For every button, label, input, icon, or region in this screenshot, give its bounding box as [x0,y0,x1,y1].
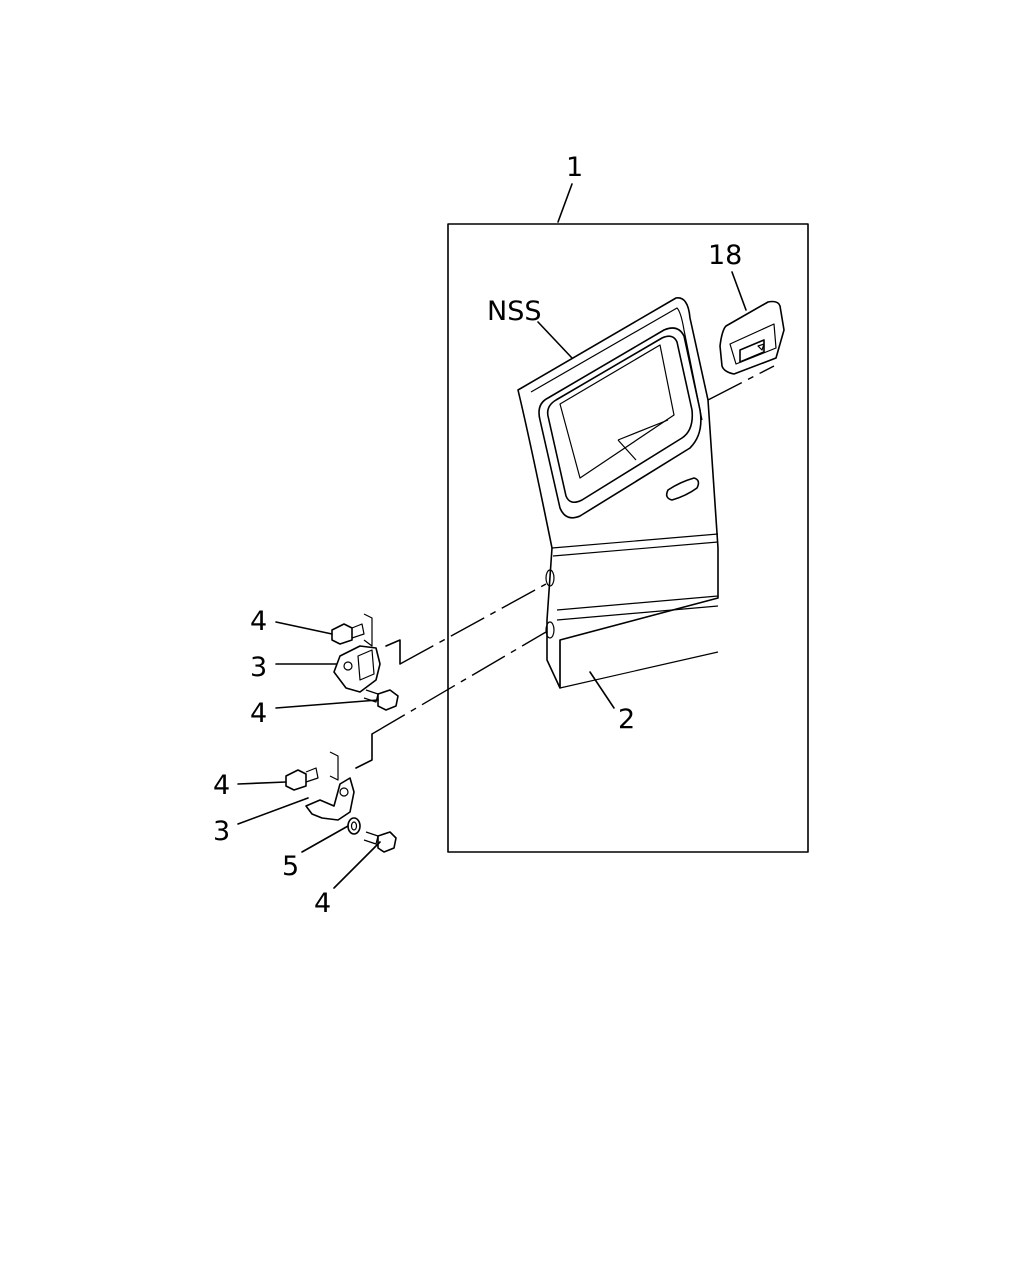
callout-assembly: 1 [566,152,583,183]
callout-lower-hinge-bolt-left: 4 [213,770,230,801]
callout-door-panel: NSS [487,296,541,327]
upper-hinge-bolt-top [331,623,365,645]
assembly-lines [355,365,775,769]
callout-lower-hinge-bolt-bottom: 4 [314,888,331,919]
callout-lower-hinge: 3 [213,816,230,847]
outside-handle [719,300,785,375]
upper-hinge-bolt-bottom [363,689,399,711]
callout-washer: 5 [282,851,299,882]
door-panel [517,297,719,689]
upper-hinge [333,613,381,693]
callout-handle: 18 [708,240,742,271]
callout-upper-hinge-bolt-top: 4 [250,606,267,637]
lower-hinge-bolt-bottom [363,831,397,853]
washer [347,817,361,835]
lower-hinge [305,751,355,821]
callout-upper-hinge-bolt-bottom: 4 [250,698,267,729]
assembly-frame [447,223,809,853]
callout-upper-hinge: 3 [250,652,267,683]
lower-hinge-bolt-left [285,767,319,791]
leader-lines [237,183,747,889]
callout-lower-trim: 2 [618,704,635,735]
